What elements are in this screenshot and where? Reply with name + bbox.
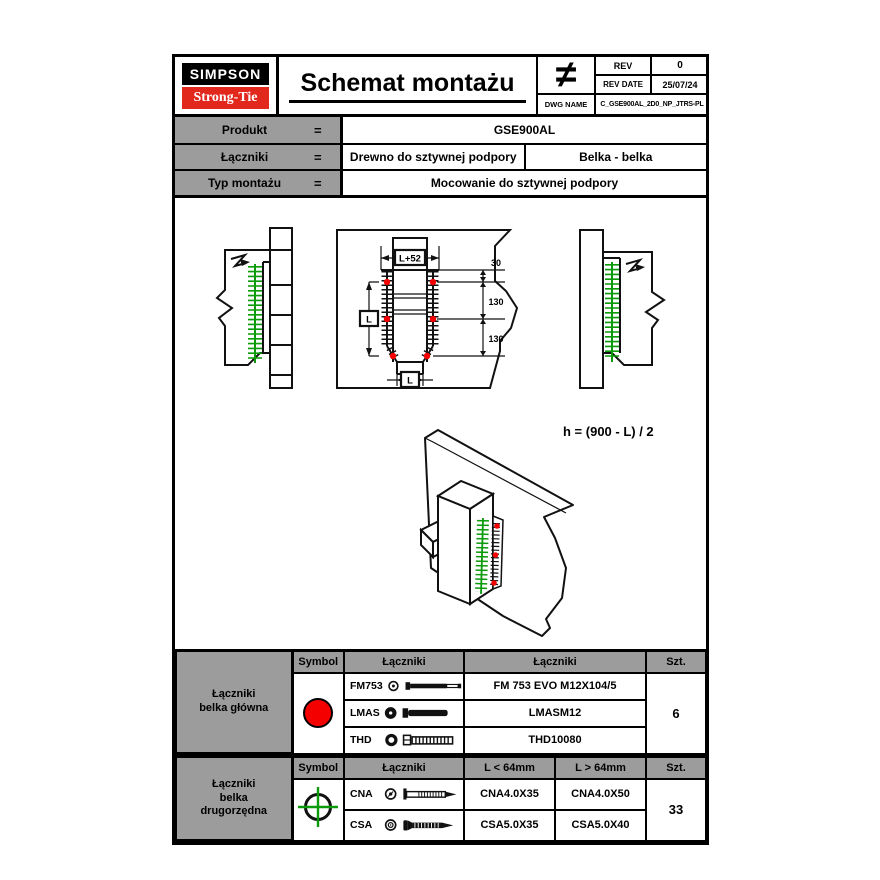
lmas-bolt-icon bbox=[402, 708, 448, 718]
col-fasteners-icon: Łączniki bbox=[343, 649, 465, 674]
secondary-table-label: Łączniki belka drugorzędna bbox=[175, 755, 294, 842]
fastener-positions bbox=[383, 278, 437, 360]
drawing-sheet: SIMPSON Strong-Tie Schemat montażu ≠ REV… bbox=[172, 54, 709, 845]
simpson-strongtie-logo: SIMPSON Strong-Tie bbox=[175, 57, 279, 114]
side-view-right bbox=[579, 229, 666, 389]
mount-type-value: Mocowanie do sztywnej podpory bbox=[430, 176, 619, 190]
csa-end-icon bbox=[384, 819, 397, 831]
col-len-short: L < 64mm bbox=[463, 755, 556, 780]
fastener-code: CSA bbox=[350, 819, 373, 831]
product-info-table: Produkt = GSE900AL Łączniki = Drewno do … bbox=[175, 117, 706, 198]
col-len-long: L > 64mm bbox=[554, 755, 647, 780]
lmas-end-icon bbox=[384, 707, 397, 719]
fastener-name: FM 753 EVO M12X104/5 bbox=[463, 671, 647, 701]
product-label: Produkt bbox=[221, 123, 268, 137]
formula-label: h = (900 - L) / 2 bbox=[563, 424, 654, 439]
fastener-name: LMASM12 bbox=[463, 698, 647, 728]
load-arrow-icon bbox=[625, 258, 644, 273]
symbol-cell bbox=[291, 777, 345, 842]
equals-sign: = bbox=[314, 122, 322, 138]
dwg-name-label: DWG NAME bbox=[538, 95, 596, 114]
rev-value: 0 bbox=[650, 57, 708, 76]
drawing-area: L+52 L 30 130 bbox=[175, 198, 706, 649]
dim-top: L+52 bbox=[399, 254, 421, 265]
revision-block: ≠ REV 0 REV DATE 25/07/24 DWG NAME C_GSE… bbox=[536, 56, 708, 114]
product-value: GSE900AL bbox=[493, 123, 556, 137]
sheet-title-text: Schemat montażu bbox=[288, 69, 527, 103]
fastener-icon-cell: CSA bbox=[343, 808, 465, 842]
cna-end-icon bbox=[384, 788, 397, 800]
dim-offset: 30 bbox=[491, 258, 501, 268]
symbol-cell bbox=[291, 671, 345, 755]
fastener-short: CSA5.0X35 bbox=[463, 808, 556, 842]
fm753-end-icon bbox=[387, 680, 399, 692]
product-row: Produkt = GSE900AL bbox=[175, 117, 706, 143]
load-arrow-head bbox=[635, 264, 645, 271]
fastener-short: CNA4.0X35 bbox=[463, 777, 556, 811]
fasteners-value-1: Drewno do sztywnej podpory bbox=[349, 150, 517, 164]
col-fasteners-name: Łączniki bbox=[463, 649, 647, 674]
fastener-long: CNA4.0X50 bbox=[554, 777, 647, 811]
fm753-bolt-icon bbox=[405, 682, 461, 690]
dwg-name-value: C_GSE900AL_2D0_NP_JTRS-PL bbox=[600, 101, 704, 108]
col-qty: Szt. bbox=[645, 649, 707, 674]
fastener-code: LMAS bbox=[350, 707, 380, 719]
col-symbol: Symbol bbox=[291, 755, 345, 780]
col-qty: Szt. bbox=[645, 755, 707, 780]
crosshair-symbol bbox=[298, 787, 339, 827]
rev-date-value: 25/07/24 bbox=[650, 76, 708, 95]
iso-view bbox=[419, 429, 574, 637]
connector-plate bbox=[492, 514, 504, 591]
not-equal-icon: ≠ bbox=[538, 56, 596, 95]
main-table-label: Łączniki belka główna bbox=[175, 649, 294, 755]
sheet-title: Schemat montażu bbox=[279, 57, 536, 114]
dim-bottom: L bbox=[407, 376, 413, 387]
logo-simpson: SIMPSON bbox=[182, 62, 269, 85]
rev-label: REV bbox=[596, 57, 650, 76]
cna-nail-icon bbox=[403, 788, 457, 800]
dim-spacing-1: 130 bbox=[488, 297, 503, 307]
logo-strongtie: Strong-Tie bbox=[182, 86, 269, 109]
fastener-icon-cell: LMAS bbox=[343, 698, 465, 728]
fastener-code: FM753 bbox=[350, 680, 383, 692]
mount-type-label: Typ montażu bbox=[207, 176, 282, 190]
equals-sign: = bbox=[314, 149, 322, 165]
fastener-code: THD bbox=[350, 734, 372, 746]
dim-left: L bbox=[366, 315, 372, 326]
csa-screw-icon bbox=[403, 820, 454, 831]
fastener-name: THD10080 bbox=[463, 725, 647, 755]
equals-sign: = bbox=[314, 175, 322, 191]
main-beam-fastener-table: Łączniki belka główna Symbol Łączniki Łą… bbox=[175, 649, 707, 755]
thd-end-icon bbox=[384, 733, 398, 747]
fasteners-label: Łączniki bbox=[220, 150, 269, 164]
dim-spacing-2: 130 bbox=[488, 334, 503, 344]
rev-date-label: REV DATE bbox=[596, 76, 650, 95]
thd-screw-icon bbox=[403, 734, 454, 746]
fastener-icon-cell: THD bbox=[343, 725, 465, 755]
load-arrow-head bbox=[240, 259, 250, 266]
fasteners-value-2: Belka - belka bbox=[523, 145, 707, 169]
col-fasteners: Łączniki bbox=[343, 755, 465, 780]
qty-cell: 33 bbox=[645, 777, 707, 842]
fastener-icon-cell: CNA bbox=[343, 777, 465, 811]
qty-cell: 6 bbox=[645, 671, 707, 755]
mount-type-row: Typ montażu = Mocowanie do sztywnej podp… bbox=[175, 169, 706, 195]
load-arrow-icon bbox=[230, 253, 249, 268]
red-circle-symbol bbox=[303, 698, 334, 728]
title-block: SIMPSON Strong-Tie Schemat montażu ≠ REV… bbox=[175, 56, 708, 117]
col-symbol: Symbol bbox=[291, 649, 345, 674]
fastener-long: CSA5.0X40 bbox=[554, 808, 647, 842]
side-view-left bbox=[215, 227, 293, 389]
fastener-code: CNA bbox=[350, 788, 373, 800]
secondary-beam-fastener-table: Łączniki belka drugorzędna Symbol Łączni… bbox=[175, 755, 707, 842]
fastener-icon-cell: FM753 bbox=[343, 671, 465, 701]
fasteners-row: Łączniki = Drewno do sztywnej podpory Be… bbox=[175, 143, 706, 169]
front-view: L+52 L 30 130 bbox=[336, 229, 519, 389]
